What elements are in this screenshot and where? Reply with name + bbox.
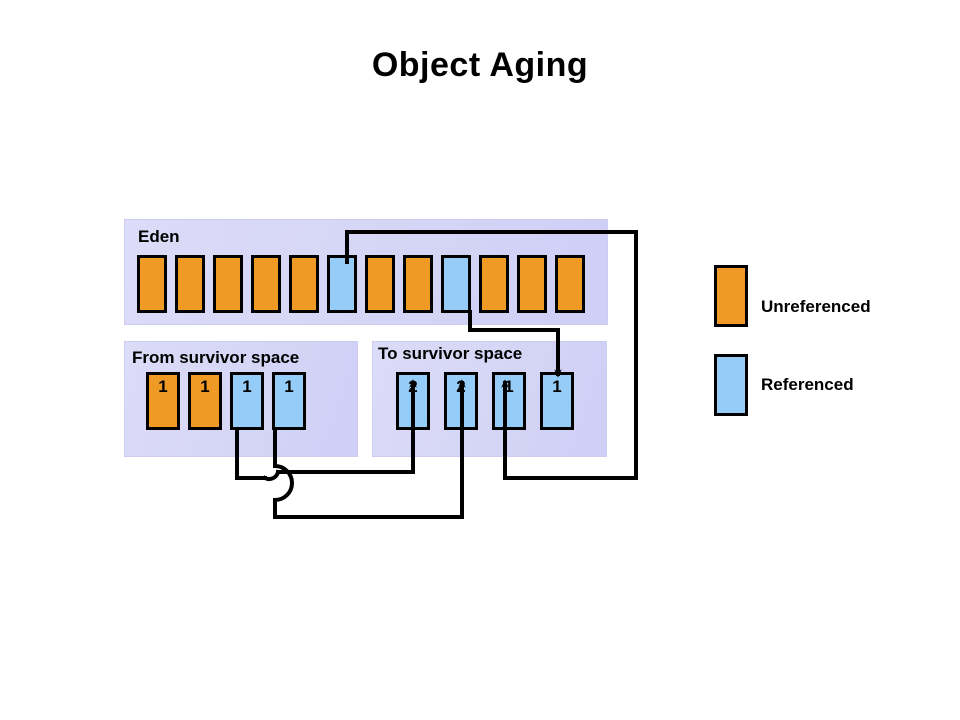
memory-block-eden-7 xyxy=(365,255,395,313)
legend-swatch-unreferenced xyxy=(714,265,748,327)
memory-block-from-survivor-4: 1 xyxy=(272,372,306,430)
memory-block-eden-6 xyxy=(327,255,357,313)
memory-block-eden-11 xyxy=(517,255,547,313)
memory-block-eden-8 xyxy=(403,255,433,313)
memory-block-to-survivor-2: 2 xyxy=(444,372,478,430)
region-label-eden: Eden xyxy=(138,227,180,246)
memory-block-eden-2 xyxy=(175,255,205,313)
memory-block-to-survivor-3: 1 xyxy=(492,372,526,430)
legend-label-unreferenced: Unreferenced xyxy=(761,297,871,316)
memory-block-eden-3 xyxy=(213,255,243,313)
memory-block-eden-1 xyxy=(137,255,167,313)
memory-block-from-survivor-1: 1 xyxy=(146,372,180,430)
memory-block-eden-5 xyxy=(289,255,319,313)
arrow-hop-segment xyxy=(262,469,281,482)
memory-block-eden-10 xyxy=(479,255,509,313)
memory-block-from-survivor-2: 1 xyxy=(188,372,222,430)
region-label-to-survivor: To survivor space xyxy=(378,344,523,363)
memory-block-to-survivor-4: 1 xyxy=(540,372,574,430)
memory-block-eden-12 xyxy=(555,255,585,313)
legend-label-referenced: Referenced xyxy=(761,375,854,394)
memory-block-eden-9 xyxy=(441,255,471,313)
page-title: Object Aging xyxy=(371,46,589,84)
region-label-from-survivor: From survivor space xyxy=(132,348,300,367)
legend-swatch-referenced xyxy=(714,354,748,416)
memory-block-from-survivor-3: 1 xyxy=(230,372,264,430)
memory-block-to-survivor-1: 2 xyxy=(396,372,430,430)
memory-block-eden-4 xyxy=(251,255,281,313)
